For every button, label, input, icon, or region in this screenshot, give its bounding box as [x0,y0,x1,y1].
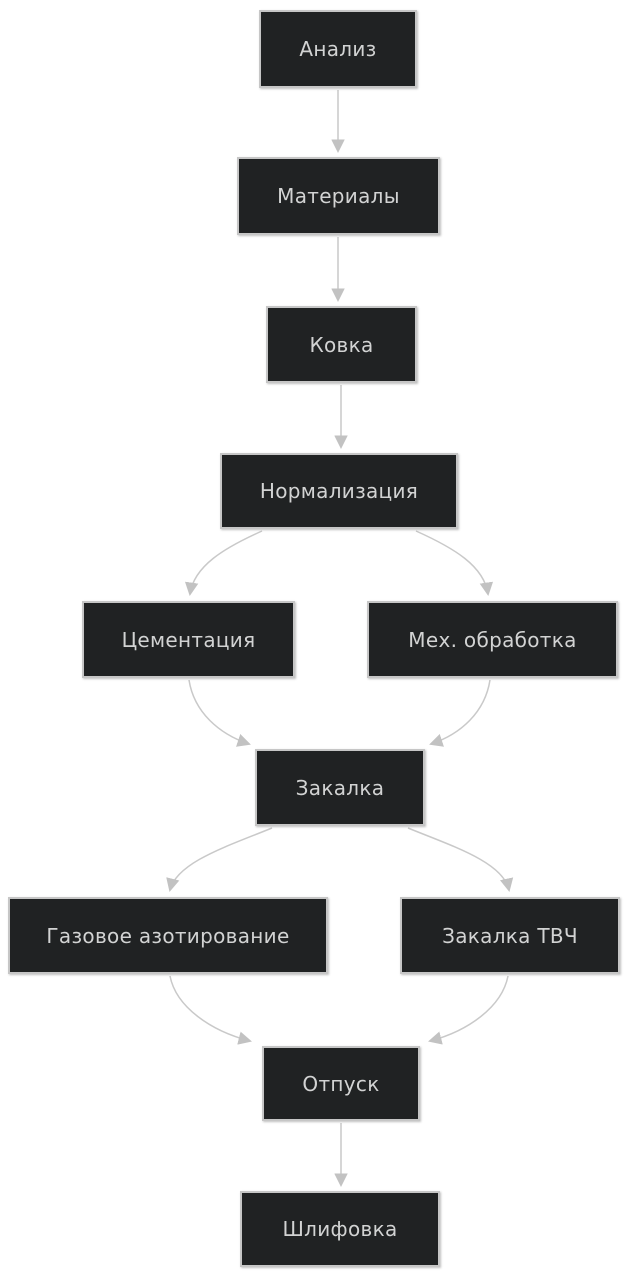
node-mekh-obrabotka: Мех. обработка [367,601,618,678]
edge-mekh-zakalka [429,679,491,747]
node-analiz: Анализ [259,10,417,88]
edge-normalizaciya-cementaciya [184,530,263,597]
edge-cementaciya-zakalka [188,679,251,747]
edge-tvch-otpusk [428,975,509,1045]
node-gazovoe-azotirovanie: Газовое азотирование [8,897,328,974]
node-otpusk: Отпуск [262,1046,420,1121]
node-materialy: Материалы [237,157,440,235]
node-kovka: Ковка [266,306,417,383]
node-zakalka-tvch: Закалка ТВЧ [400,897,620,974]
edge-normalizaciya-mekh [415,530,494,597]
edge-gaz-otpusk [169,975,252,1045]
edge-zakalka-gaz [166,827,273,892]
node-zakalka: Закалка [255,749,425,826]
node-normalizaciya: Нормализация [220,453,458,529]
edge-zakalka-tvch [407,827,514,892]
node-shlifovka: Шлифовка [240,1191,440,1267]
node-cementaciya: Цементация [82,601,295,678]
